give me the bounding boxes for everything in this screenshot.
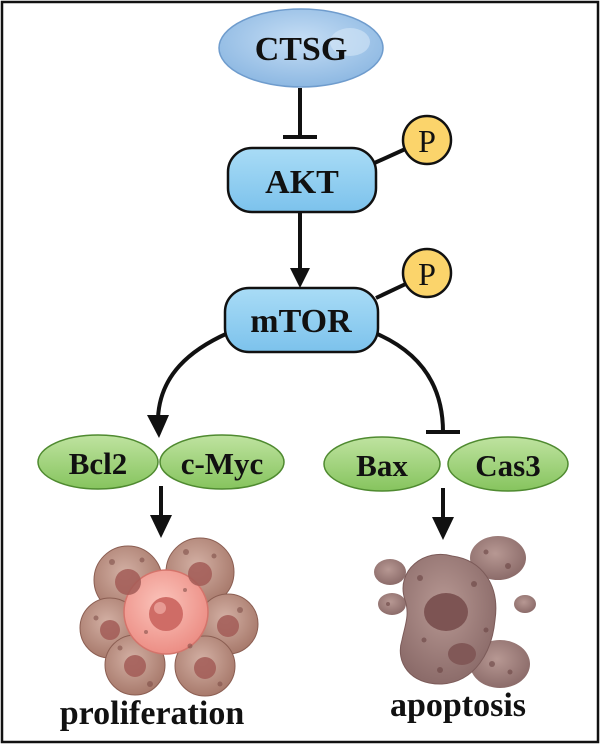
arrowhead-proliferation xyxy=(150,515,172,538)
edge-mtor-bax xyxy=(374,331,445,433)
phospho-akt-label: P xyxy=(418,123,436,159)
ctsg-label: CTSG xyxy=(255,31,348,68)
bcl2-label: Bcl2 xyxy=(69,446,128,481)
apoptotic-cell-illustration xyxy=(374,536,536,688)
node-cmyc: c-Myc xyxy=(159,434,285,490)
node-bcl2: Bcl2 xyxy=(37,434,159,490)
phospho-mtor: P xyxy=(401,247,453,299)
cmyc-label: c-Myc xyxy=(181,446,264,481)
arrowhead-bcl2 xyxy=(147,415,169,438)
outcome-proliferation: proliferation xyxy=(60,695,245,732)
cas3-label: Cas3 xyxy=(475,448,540,483)
bax-label: Bax xyxy=(356,448,408,483)
mtor-label: mTOR xyxy=(250,303,352,340)
phospho-mtor-label: P xyxy=(418,256,436,292)
node-mtor: mTOR xyxy=(223,286,380,354)
arrowhead-apoptosis xyxy=(432,517,454,540)
node-akt: AKT xyxy=(226,146,378,214)
node-bax: Bax xyxy=(323,436,441,492)
akt-label: AKT xyxy=(265,164,339,201)
node-cas3: Cas3 xyxy=(447,436,569,492)
node-ctsg: CTSG xyxy=(218,8,384,88)
outcome-apoptosis: apoptosis xyxy=(390,687,526,724)
arrowheads xyxy=(147,268,454,540)
proliferating-cells-illustration xyxy=(79,537,259,697)
edge-mtor-bcl2 xyxy=(156,331,229,419)
edges xyxy=(156,88,460,522)
arrowhead-mtor xyxy=(290,268,310,288)
phospho-akt: P xyxy=(401,114,453,166)
